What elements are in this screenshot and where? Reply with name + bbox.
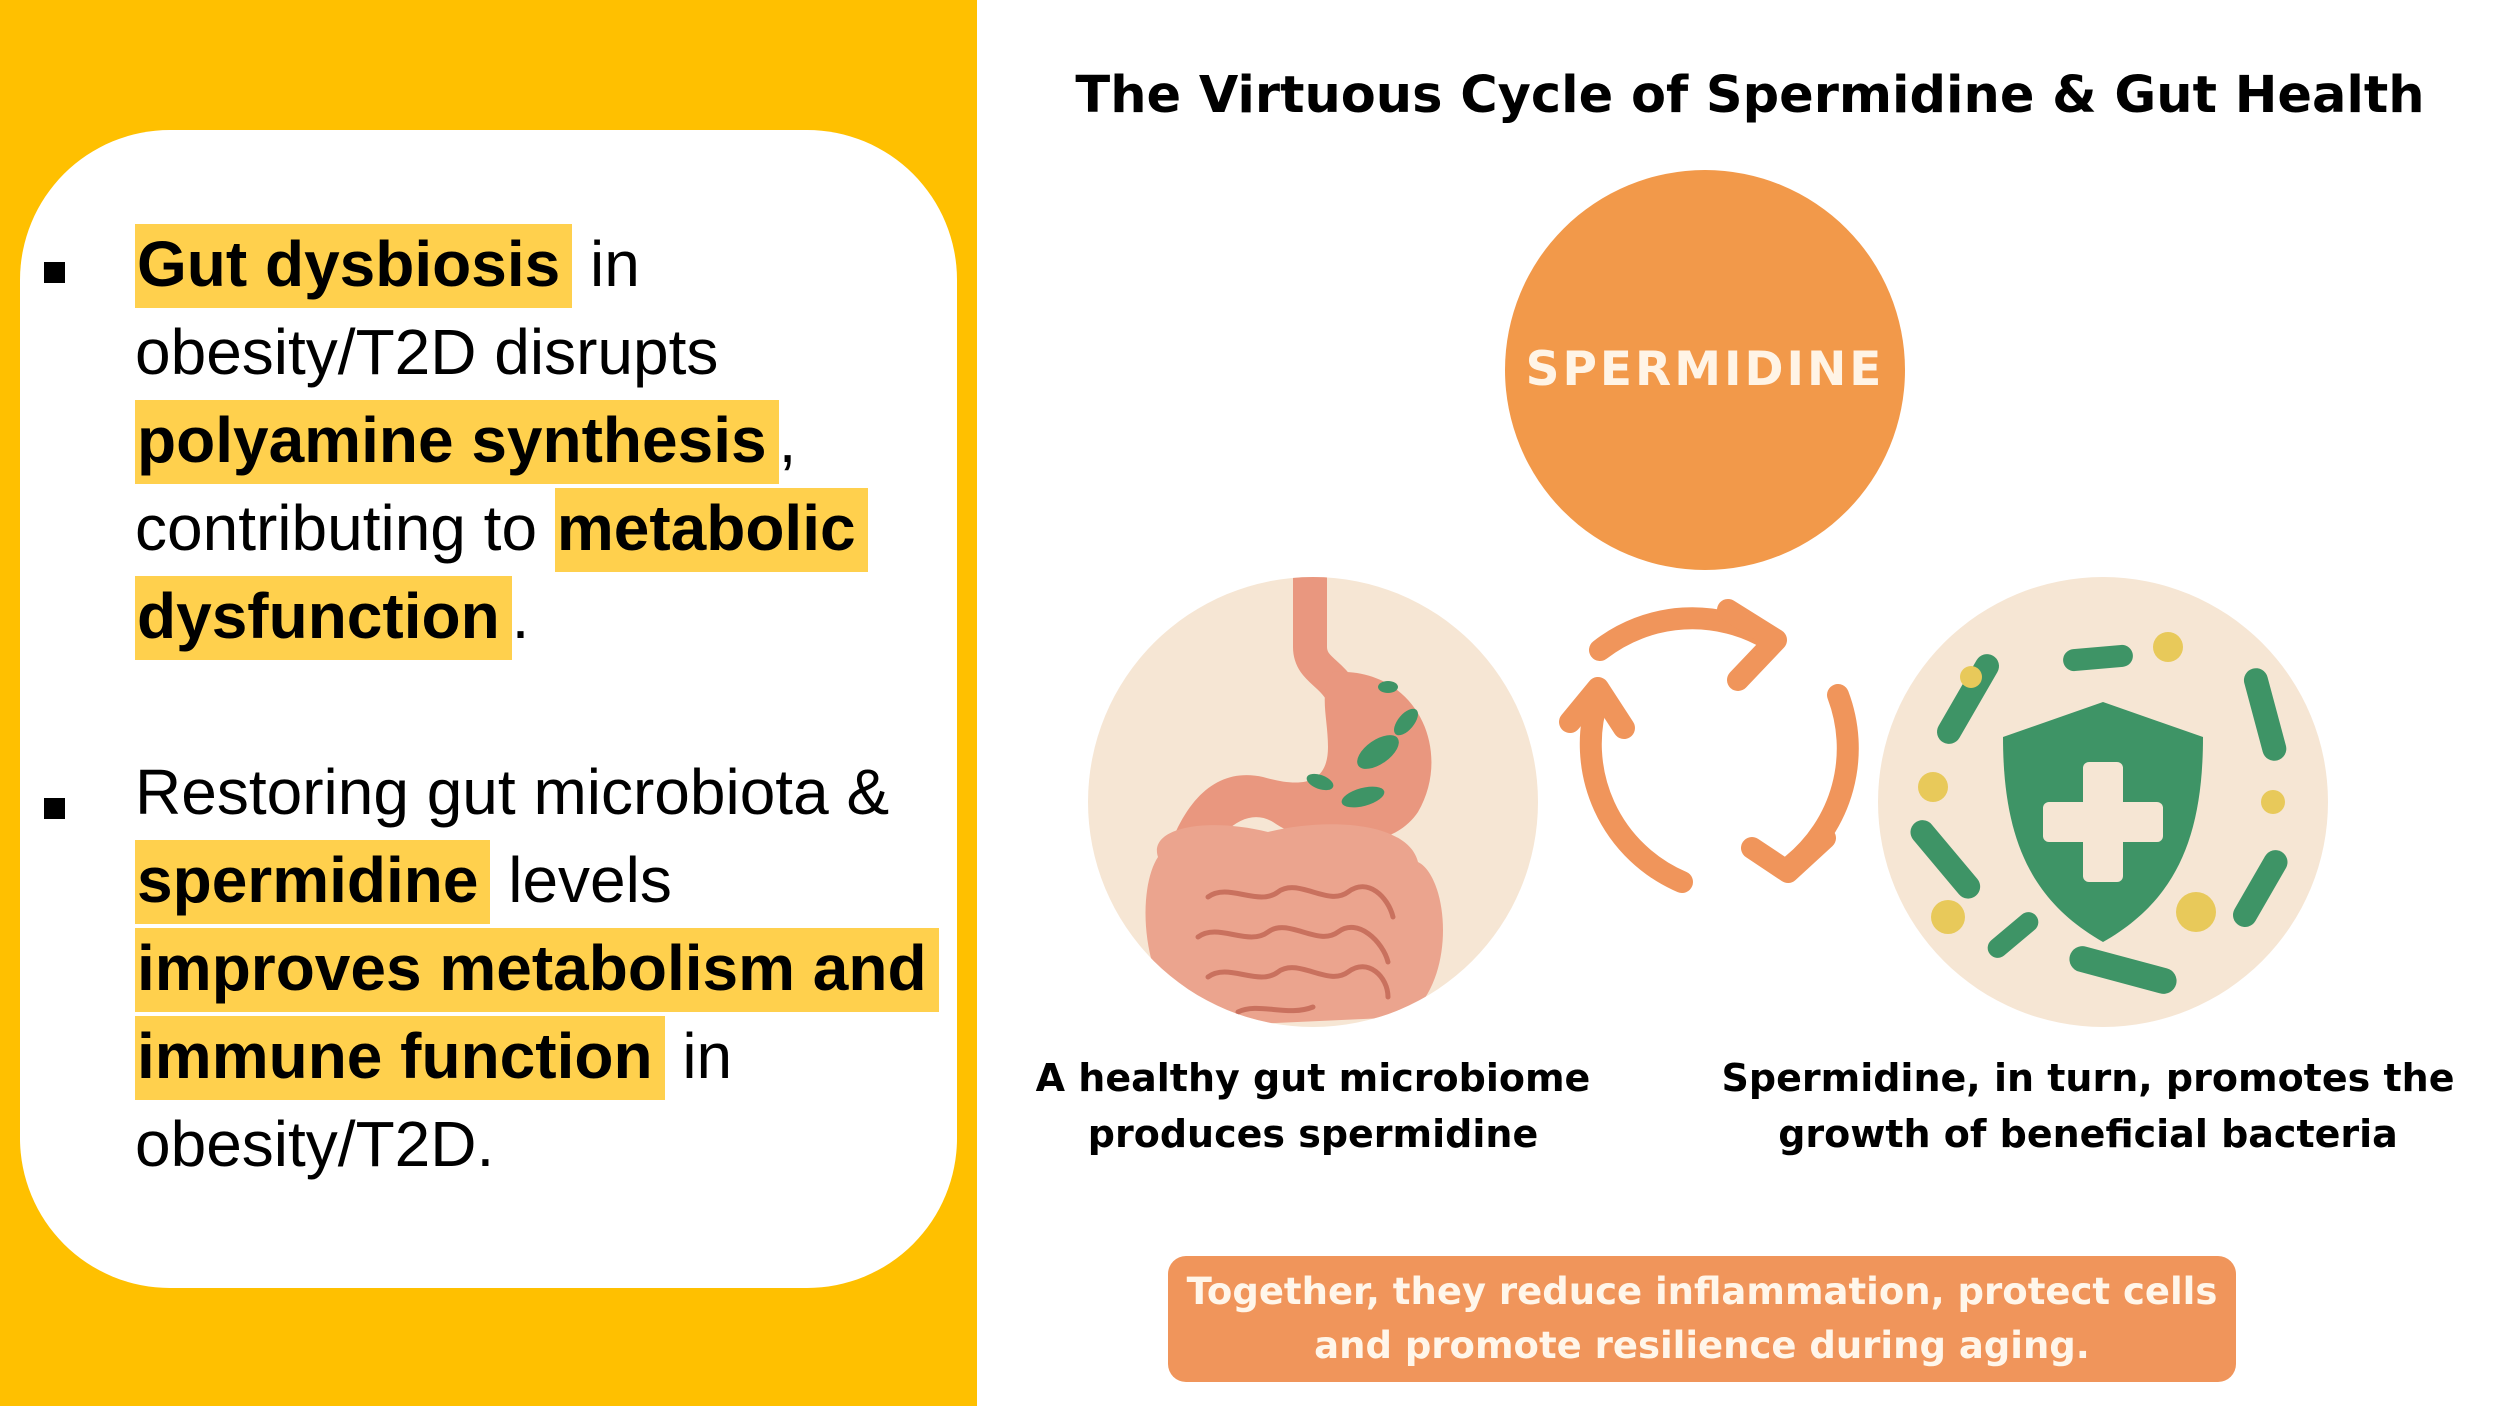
gut-caption: A healthy gut microbiome produces spermid…	[933, 1050, 1693, 1162]
left-panel: Gut dysbiosis in obesity/T2D disrupts po…	[0, 0, 977, 1406]
bacteria-caption: Spermidine, in turn, promotes the growth …	[1708, 1050, 2468, 1162]
shield-bacteria-icon	[1910, 632, 2288, 994]
spermidine-node: SPERMIDINE	[1505, 170, 1905, 570]
cycle-arrows-icon	[1559, 599, 1859, 893]
highlight-gut-dysbiosis: Gut dysbiosis	[135, 224, 573, 308]
bacteria-caption-line1: Spermidine, in turn, promotes the	[1721, 1056, 2455, 1100]
gut-icon	[1145, 577, 1443, 1027]
bacteria-caption-line2: growth of beneficial bacteria	[1778, 1112, 2398, 1156]
bullet-text-2: Restoring gut microbiota & spermidine le…	[135, 748, 955, 1188]
highlight-spermidine: spermidine	[135, 840, 491, 924]
highlight-improves-metabolism: improves metabolism and immune function	[135, 928, 939, 1100]
summary-box: Together, they reduce inflammation, prot…	[1168, 1256, 2236, 1382]
gut-caption-line2: produces spermidine	[1087, 1112, 1539, 1156]
bullet-1-text-c: .	[511, 580, 530, 652]
bullet-marker	[44, 262, 65, 283]
bullet-1-text-a: in obesity/T2D disrupts	[135, 228, 719, 388]
summary-line2: and promote resilience during aging.	[1314, 1324, 2090, 1367]
gut-node	[1088, 577, 1538, 1027]
gut-caption-line1: A healthy gut microbiome	[1035, 1056, 1591, 1100]
bullet-2-text-b: levels	[490, 844, 672, 916]
bacteria-node	[1878, 577, 2328, 1027]
summary-line1: Together, they reduce inflammation, prot…	[1186, 1270, 2218, 1313]
bullet-marker	[44, 798, 65, 819]
highlight-polyamine-synthesis: polyamine synthesis	[135, 400, 779, 484]
bullet-2-text-a: Restoring gut microbiota &	[135, 756, 890, 828]
summary-text: Together, they reduce inflammation, prot…	[1182, 1265, 2222, 1373]
diagram-title: The Virtuous Cycle of Spermidine & Gut H…	[1075, 66, 2425, 125]
bullet-1-text-b: , contributing to	[135, 404, 797, 564]
text-card: Gut dysbiosis in obesity/T2D disrupts po…	[20, 130, 957, 1288]
bullet-2-text-c: in obesity/T2D.	[135, 1020, 733, 1180]
bullet-text-1: Gut dysbiosis in obesity/T2D disrupts po…	[135, 220, 955, 660]
spermidine-label: SPERMIDINE	[1525, 342, 1885, 397]
